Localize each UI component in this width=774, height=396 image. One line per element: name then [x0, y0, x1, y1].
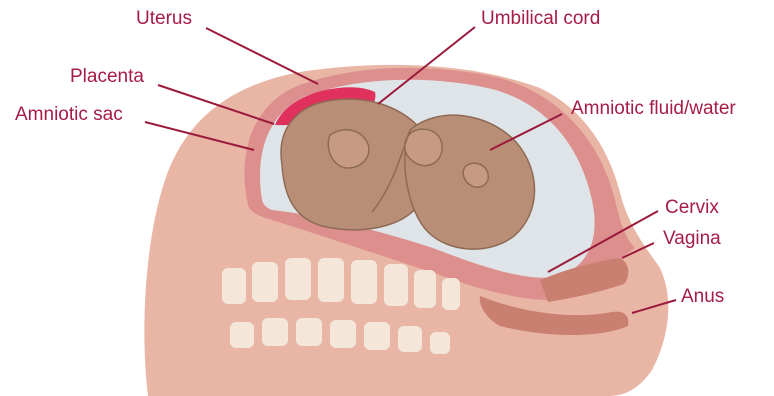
anus-label: Anus [681, 286, 724, 308]
placenta-label: Placenta [70, 66, 144, 88]
cervix-label: Cervix [665, 197, 719, 219]
amniotic-fluid-label: Amniotic fluid/water [571, 98, 736, 120]
umbilical-cord-label: Umbilical cord [481, 8, 600, 30]
vagina-label: Vagina [663, 228, 721, 250]
uterus-label: Uterus [136, 8, 192, 30]
amniotic-sac-label: Amniotic sac [15, 104, 123, 126]
uterus-leader-line [206, 28, 318, 84]
